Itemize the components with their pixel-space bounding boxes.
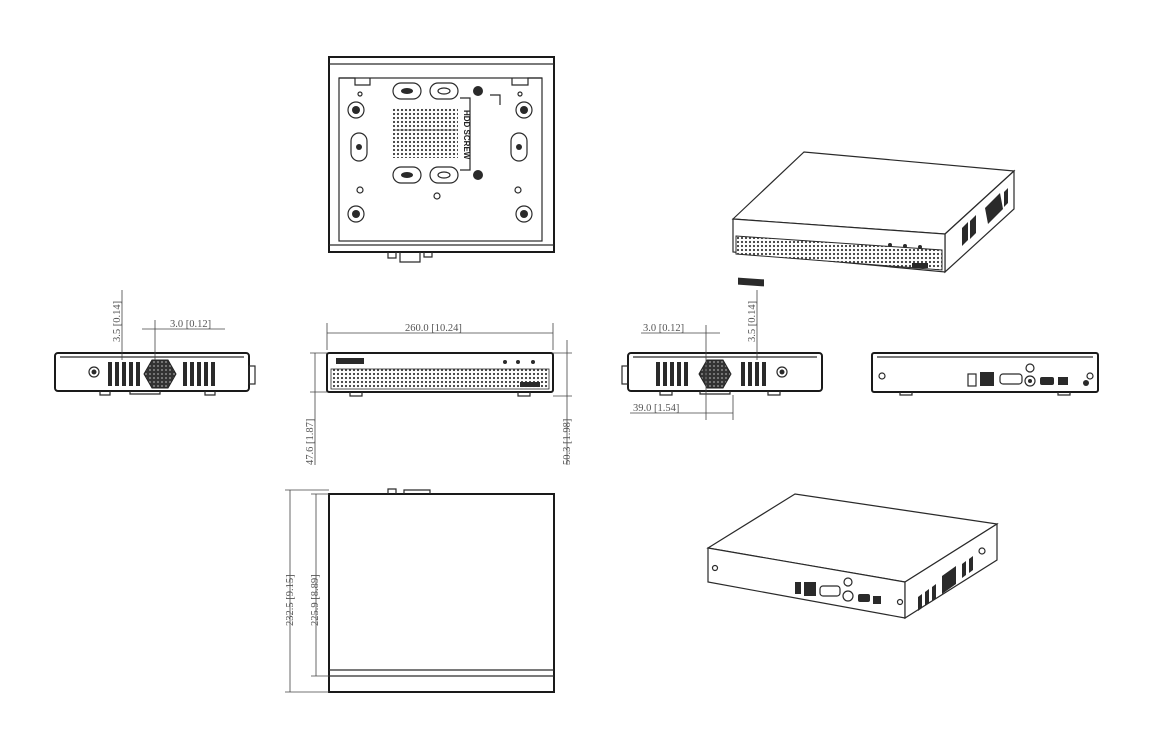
left-side-view: 3.0 [0.12] 3.5 [0.14] [54, 290, 256, 396]
vent-slots-left [108, 359, 215, 389]
dim-depth-outer: 232.5 [9.15] [285, 574, 296, 626]
right-side-view: 3.0 [0.12] 39.0 [1.54] 3.5 [0.14] [621, 290, 823, 420]
dim-foot-height-right: 3.5 [0.14] [747, 301, 758, 342]
dim-depth-inner: 225.9 [8.89] [310, 574, 321, 626]
dim-height-total: 50.3 [1.98] [562, 419, 573, 465]
rear-ports [967, 363, 1089, 387]
dim-vent-offset: 39.0 [1.54] [633, 403, 679, 414]
dim-foot-height-left: 3.5 [0.14] [112, 301, 123, 342]
rear-iso-ports [795, 577, 881, 604]
hdd-screw-label: HDD SCREW [462, 110, 471, 160]
dim-height-body: 47.6 [1.87] [305, 419, 316, 465]
iso-view-front: alhua [731, 151, 1016, 339]
foot-marks [347, 101, 533, 223]
vent-slots-right [656, 359, 766, 389]
bottom-view: HDD SCREW [328, 56, 555, 263]
brand-logo-text: alhua [741, 332, 754, 339]
mount-slots [350, 132, 528, 162]
oval-holes [392, 82, 483, 184]
vent-grid [393, 108, 458, 158]
dim-width: 260.0 [10.24] [405, 323, 462, 334]
rear-view [871, 352, 1099, 396]
iso-view-rear [706, 493, 999, 620]
front-view: 260.0 [10.24] 47.6 [1.87] 50.3 [1.98] [305, 323, 573, 465]
side-vents [962, 188, 1008, 246]
iso-side-vents [918, 556, 973, 611]
dim-foot-offset-right: 3.0 [0.12] [643, 323, 684, 334]
top-view: 232.5 [9.15] 225.9 [8.89] [285, 488, 555, 693]
front-brand-logo [336, 358, 364, 364]
dim-foot-offset-left: 3.0 [0.12] [170, 319, 211, 330]
brand-logo [738, 277, 764, 287]
